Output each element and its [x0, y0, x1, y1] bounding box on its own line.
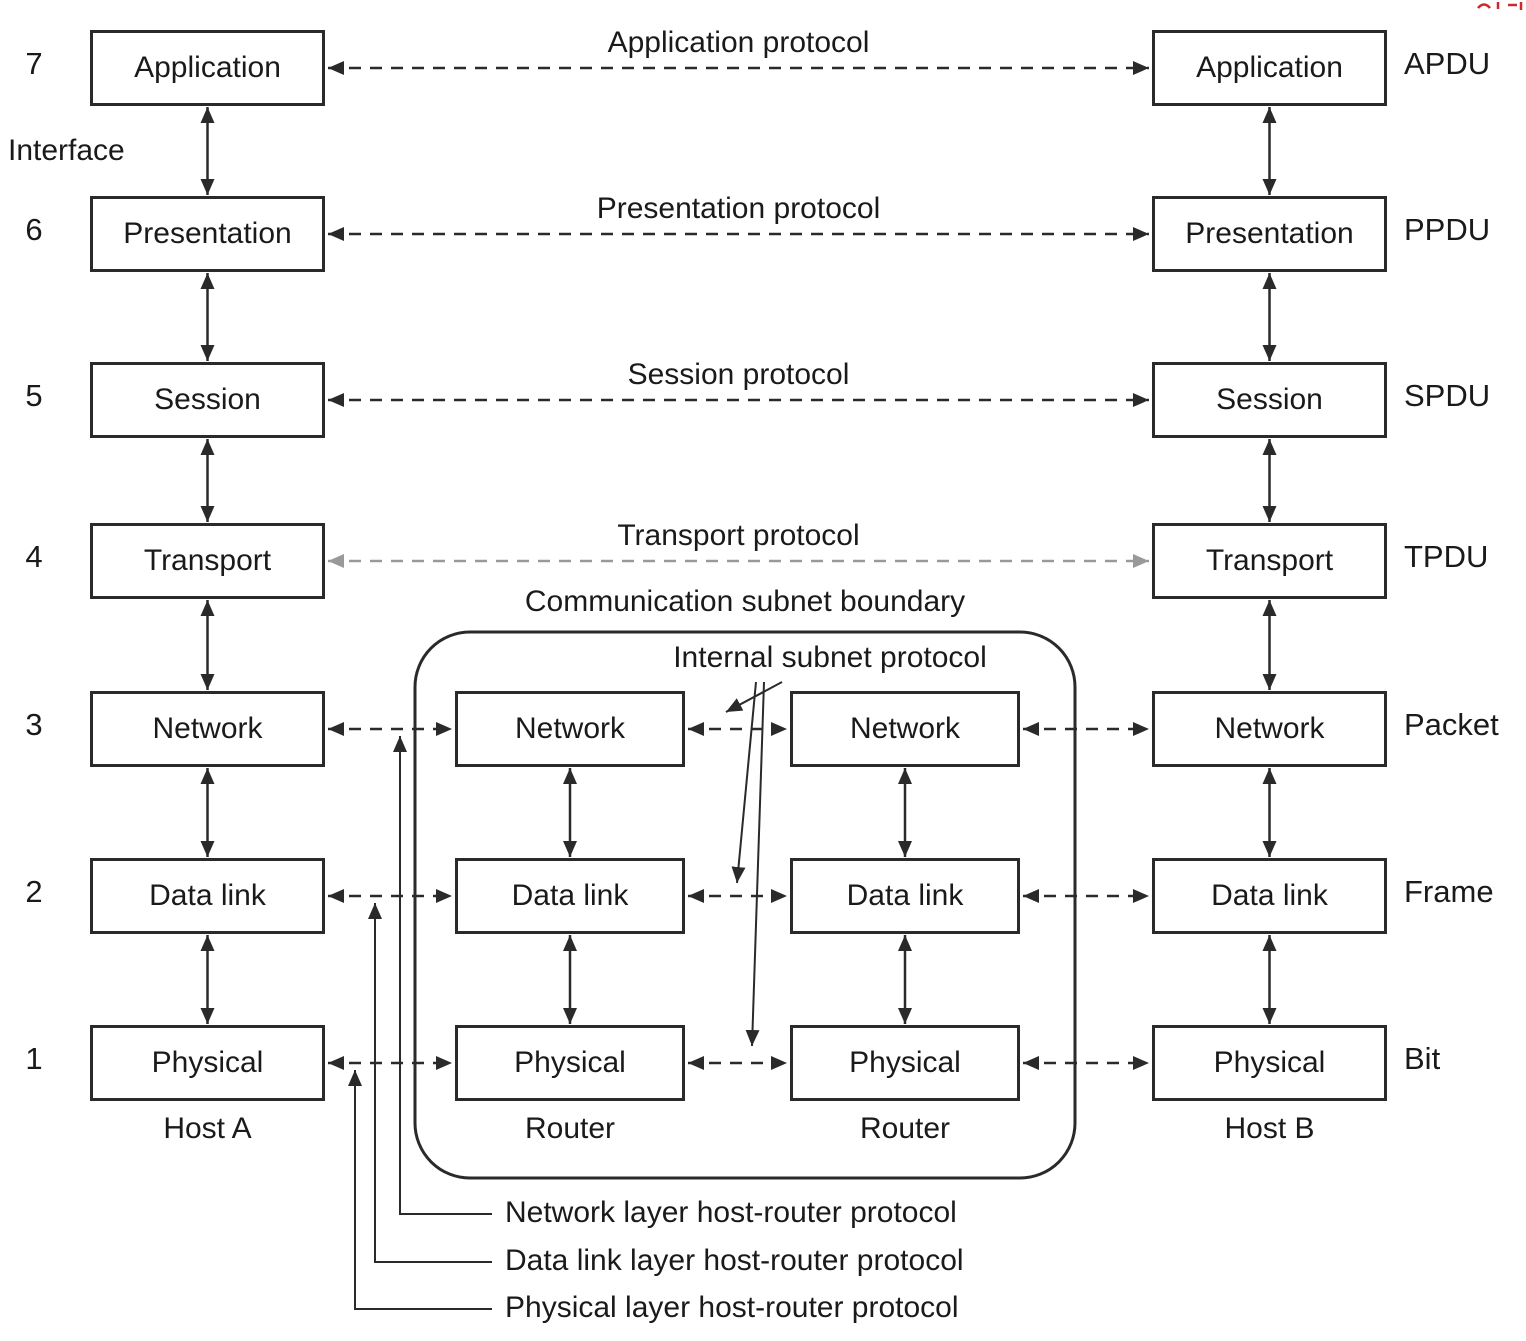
host-b-presentation-box: Presentation: [1152, 196, 1387, 272]
unit-label-frame: Frame: [1404, 874, 1494, 909]
router-1-label: Router: [524, 1112, 616, 1145]
host-a-transport-box: Transport: [90, 523, 325, 599]
pointer-to-datalink-hop: [731, 681, 757, 884]
host-a-label: Host A: [163, 1112, 252, 1145]
pointer-to-physical-hop: [745, 681, 765, 1047]
transport-protocol-label: Transport protocol: [617, 519, 860, 552]
host-b-network-box: Network: [1152, 691, 1387, 767]
layer-interface-arrows: [200, 107, 1277, 1024]
application-protocol-label: Application protocol: [607, 26, 870, 59]
router-1-physical-box: Physical: [455, 1025, 685, 1101]
callout-datalink-host-router: [368, 903, 492, 1263]
host-a-physical-box: Physical: [90, 1025, 325, 1101]
callout-physical-host-router: [348, 1070, 492, 1310]
cropped-red-text-fragment: [1477, 2, 1523, 10]
unit-label-packet: Packet: [1404, 707, 1499, 742]
legend-datalink-host-router: Data link layer host-router protocol: [505, 1244, 964, 1277]
layer-number-4: 4: [25, 539, 43, 574]
session-protocol-label: Session protocol: [627, 358, 850, 391]
subnet-boundary-outline: [413, 630, 1077, 1180]
internal-subnet-protocol-label: Internal subnet protocol: [673, 641, 987, 674]
host-b-application-box: Application: [1152, 30, 1387, 106]
layer-number-6: 6: [25, 212, 43, 247]
legend-callout-arrows: [348, 736, 492, 1310]
host-a-datalink-box: Data link: [90, 858, 325, 934]
router-2-network-box: Network: [790, 691, 1020, 767]
host-b-session-box: Session: [1152, 362, 1387, 438]
host-b-transport-box: Transport: [1152, 523, 1387, 599]
layer-number-3: 3: [25, 707, 43, 742]
host-a-session-box: Session: [90, 362, 325, 438]
subnet-boundary-label: Communication subnet boundary: [524, 585, 966, 618]
router-2-label: Router: [859, 1112, 951, 1145]
router-2-physical-box: Physical: [790, 1025, 1020, 1101]
router-1-network-box: Network: [455, 691, 685, 767]
unit-label-bit: Bit: [1404, 1041, 1441, 1076]
host-b-label: Host B: [1224, 1112, 1315, 1145]
host-a-application-box: Application: [90, 30, 325, 106]
layer-number-1: 1: [25, 1041, 43, 1076]
callout-network-host-router: [393, 736, 492, 1215]
unit-label-tpdu: TPDU: [1404, 539, 1489, 574]
host-b-datalink-box: Data link: [1152, 858, 1387, 934]
host-a-network-box: Network: [90, 691, 325, 767]
host-b-physical-box: Physical: [1152, 1025, 1387, 1101]
internal-subnet-pointer-arrows: [725, 681, 783, 1047]
unit-label-spdu: SPDU: [1404, 378, 1491, 413]
legend-physical-host-router: Physical layer host-router protocol: [505, 1291, 959, 1324]
peer-protocol-arrows: [328, 61, 1149, 1070]
presentation-protocol-label: Presentation protocol: [596, 192, 881, 225]
layer-number-2: 2: [25, 874, 43, 909]
layer-number-7: 7: [25, 46, 43, 81]
interface-label: Interface: [8, 134, 125, 167]
router-1-datalink-box: Data link: [455, 858, 685, 934]
layer-number-5: 5: [25, 378, 43, 413]
unit-label-ppdu: PPDU: [1404, 212, 1491, 247]
host-a-presentation-box: Presentation: [90, 196, 325, 272]
unit-label-apdu: APDU: [1404, 46, 1491, 81]
legend-network-host-router: Network layer host-router protocol: [505, 1196, 957, 1229]
router-2-datalink-box: Data link: [790, 858, 1020, 934]
